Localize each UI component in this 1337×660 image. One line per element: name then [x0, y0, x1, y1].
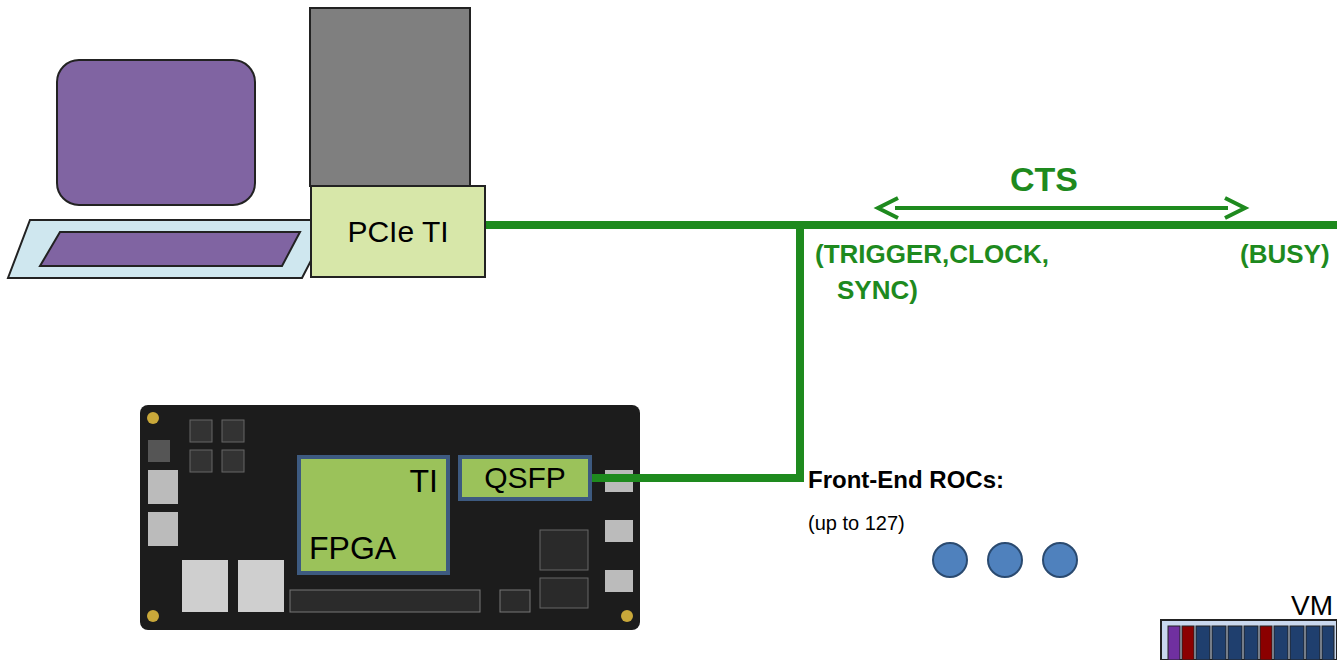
computer-tower [310, 8, 470, 186]
box-text: QSFP [462, 461, 588, 495]
keyboard [8, 220, 332, 278]
group-heading: Front-End ROCs: [808, 466, 1004, 494]
box-text: FPGA [309, 530, 396, 567]
vme-crate: VM [1160, 590, 1337, 660]
fpga-box: TI FPGA [297, 455, 450, 575]
keyboard-keys [40, 232, 300, 266]
roc-dot [988, 543, 1022, 577]
roc-dot [933, 543, 967, 577]
signal-name: (BUSY) [1240, 236, 1330, 272]
roc-dot [1043, 543, 1077, 577]
signal-names: (TRIGGER,CLOCK, SYNC) [815, 236, 1085, 308]
qsfp-box: QSFP [458, 455, 592, 501]
crate-heading: VM [1291, 590, 1333, 622]
arrow-head [878, 198, 898, 218]
bus-name: CTS [1010, 160, 1078, 199]
interface-box: PCIe TI [310, 185, 486, 278]
fpga-board [140, 405, 640, 630]
arrow-head [1225, 198, 1245, 218]
monitor [57, 60, 255, 205]
box-text: PCIe TI [312, 215, 484, 249]
cts-bus [796, 221, 1337, 229]
box-text: TI [410, 463, 438, 500]
cts-arrow [895, 206, 1228, 210]
note: (up to 127) [808, 512, 905, 535]
signal-link [486, 225, 800, 478]
